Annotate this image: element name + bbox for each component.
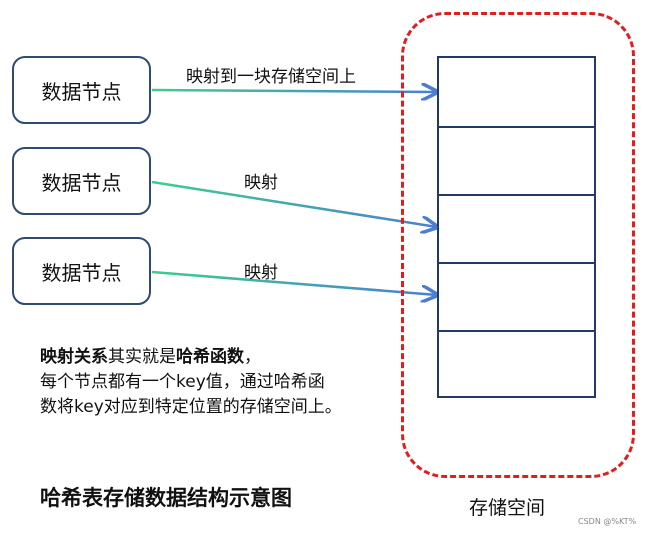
mapping-arrow-1: [151, 90, 437, 92]
edge-label: 映射: [244, 263, 278, 283]
data-node-label: 数据节点: [41, 79, 122, 104]
explanation-connector: 其实就是: [108, 347, 176, 367]
storage-slot-3: [439, 194, 594, 262]
explanation-line-2: 每个节点都有一个key值，通过哈希函: [40, 372, 325, 392]
explanation-line-1: 映射关系其实就是哈希函数，: [40, 345, 342, 370]
watermark: CSDN @%KT%: [578, 517, 637, 526]
explanation-punctuation: ，: [244, 347, 261, 367]
storage-slot-1: [439, 58, 594, 126]
mapping-arrow-2: [151, 180, 437, 227]
hash-function-term: 哈希函数: [176, 347, 244, 367]
data-node-2: 数据节点: [12, 147, 151, 215]
storage-slot-2: [439, 126, 594, 194]
storage-space-label: 存储空间: [469, 497, 546, 519]
data-node-3: 数据节点: [12, 237, 151, 305]
diagram-caption: 哈希表存储数据结构示意图: [40, 486, 292, 510]
data-node-label: 数据节点: [41, 170, 122, 195]
storage-space-frame: [401, 12, 635, 478]
explanation-text: 映射关系其实就是哈希函数， 每个节点都有一个key值，通过哈希函 数将key对应…: [40, 345, 342, 420]
mapping-arrow-3: [151, 270, 437, 295]
storage-slot-stack: [437, 56, 596, 398]
mapping-relation-term: 映射关系: [40, 347, 108, 367]
edge-label: 映射到一块存储空间上: [186, 67, 356, 87]
data-node-label: 数据节点: [41, 260, 122, 285]
storage-slot-4: [439, 262, 594, 330]
explanation-line-3: 数将key对应到特定位置的存储空间上。: [40, 397, 342, 417]
data-node-1: 数据节点: [12, 56, 151, 124]
storage-slot-5: [439, 330, 594, 398]
edge-label: 映射: [244, 173, 278, 193]
